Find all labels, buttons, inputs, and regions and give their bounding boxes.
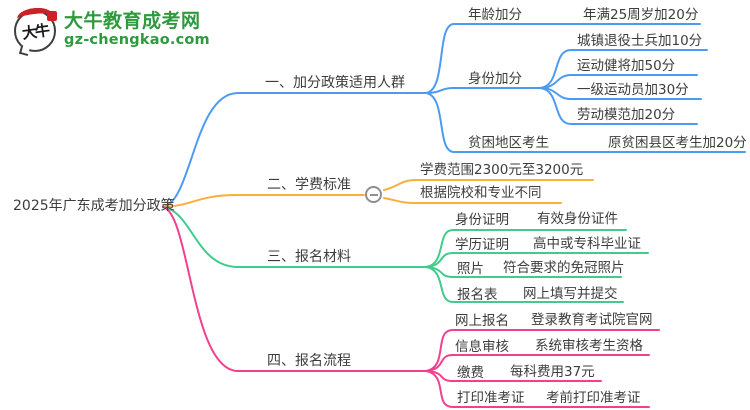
identity-item-veteran[interactable]: 城镇退役士兵加10分 — [577, 33, 703, 49]
branch1-identity-label[interactable]: 身份加分 — [468, 71, 522, 87]
logo-bull-seal-icon: 大牛 — [14, 6, 57, 57]
step-review-value[interactable]: 系统审核考生资格 — [535, 338, 643, 354]
branch1-age-value[interactable]: 年满25周岁加20分 — [583, 7, 699, 23]
branch1-trunk-line — [162, 92, 427, 208]
material-id-line — [425, 229, 627, 268]
step-register-label[interactable]: 网上报名 — [455, 313, 509, 329]
site-logo[interactable]: 大牛 大牛教育成考网 gz-chengkao.com — [14, 6, 210, 57]
logo-text: 大牛教育成考网 gz-chengkao.com — [64, 10, 210, 48]
step-print-label[interactable]: 打印准考证 — [457, 390, 525, 406]
step-print-value[interactable]: 考前打印准考证 — [546, 390, 641, 406]
branch1-poverty-label[interactable]: 贫困地区考生 — [468, 135, 549, 151]
identity-item-first-class-athlete[interactable]: 一级运动员加30分 — [577, 82, 689, 98]
site-url: gz-chengkao.com — [64, 32, 210, 48]
material-diploma-value[interactable]: 高中或专科毕业证 — [533, 236, 641, 252]
logo-red-seal-icon — [47, 11, 57, 21]
branch4-node[interactable]: 四、报名流程 — [267, 353, 351, 369]
step-pay-label[interactable]: 缴费 — [457, 365, 484, 381]
tuition-range-node[interactable]: 学费范围2300元至3200元 — [420, 162, 584, 178]
step-print-line — [425, 370, 650, 408]
minus-icon — [369, 193, 378, 196]
material-diploma-line — [425, 252, 649, 268]
branch1-identity-line — [425, 87, 541, 94]
step-pay-line — [425, 370, 602, 382]
branch1-poverty-line — [425, 92, 746, 153]
identity-labor-model-line — [539, 87, 698, 125]
material-id-label[interactable]: 身份证明 — [455, 212, 509, 228]
step-register-line — [425, 329, 660, 372]
identity-item-labor-model[interactable]: 劳动模范加20分 — [577, 107, 676, 123]
branch1-age-label[interactable]: 年龄加分 — [468, 7, 522, 23]
material-photo-value[interactable]: 符合要求的免冠照片 — [503, 260, 625, 276]
branch1-node[interactable]: 一、加分政策适用人群 — [265, 75, 405, 91]
identity-veteran-line — [539, 49, 708, 89]
tuition-note-node[interactable]: 根据院校和专业不同 — [420, 185, 542, 201]
tuition-range-line — [383, 179, 594, 191]
branch2-trunk-line — [162, 194, 365, 208]
branch2-node[interactable]: 二、学费标准 — [267, 177, 351, 193]
material-form-label[interactable]: 报名表 — [457, 287, 498, 303]
collapse-toggle[interactable] — [365, 186, 382, 203]
tuition-note-line — [383, 197, 562, 204]
step-pay-value[interactable]: 每科费用37元 — [510, 364, 595, 380]
material-photo-label[interactable]: 照片 — [457, 261, 484, 277]
branch3-trunk-line — [162, 206, 427, 268]
material-form-value[interactable]: 网上填写并提交 — [523, 286, 618, 302]
material-diploma-label[interactable]: 学历证明 — [455, 237, 509, 253]
branch3-node[interactable]: 三、报名材料 — [267, 249, 351, 265]
material-form-line — [425, 266, 624, 303]
step-register-value[interactable]: 登录教育考试院官网 — [531, 312, 653, 328]
identity-item-elite-athlete[interactable]: 运动健将加50分 — [577, 58, 676, 74]
step-review-label[interactable]: 信息审核 — [455, 339, 509, 355]
branch4-trunk-line — [162, 206, 427, 372]
branch1-age-line — [425, 23, 701, 94]
logo-characters: 大牛 — [20, 20, 50, 43]
step-review-line — [425, 354, 650, 372]
root-node[interactable]: 2025年广东成考加分政策 — [13, 198, 175, 214]
material-id-value[interactable]: 有效身份证件 — [537, 211, 618, 227]
site-title: 大牛教育成考网 — [64, 10, 201, 32]
branch1-poverty-value[interactable]: 原贫困县区考生加20分 — [608, 135, 747, 151]
